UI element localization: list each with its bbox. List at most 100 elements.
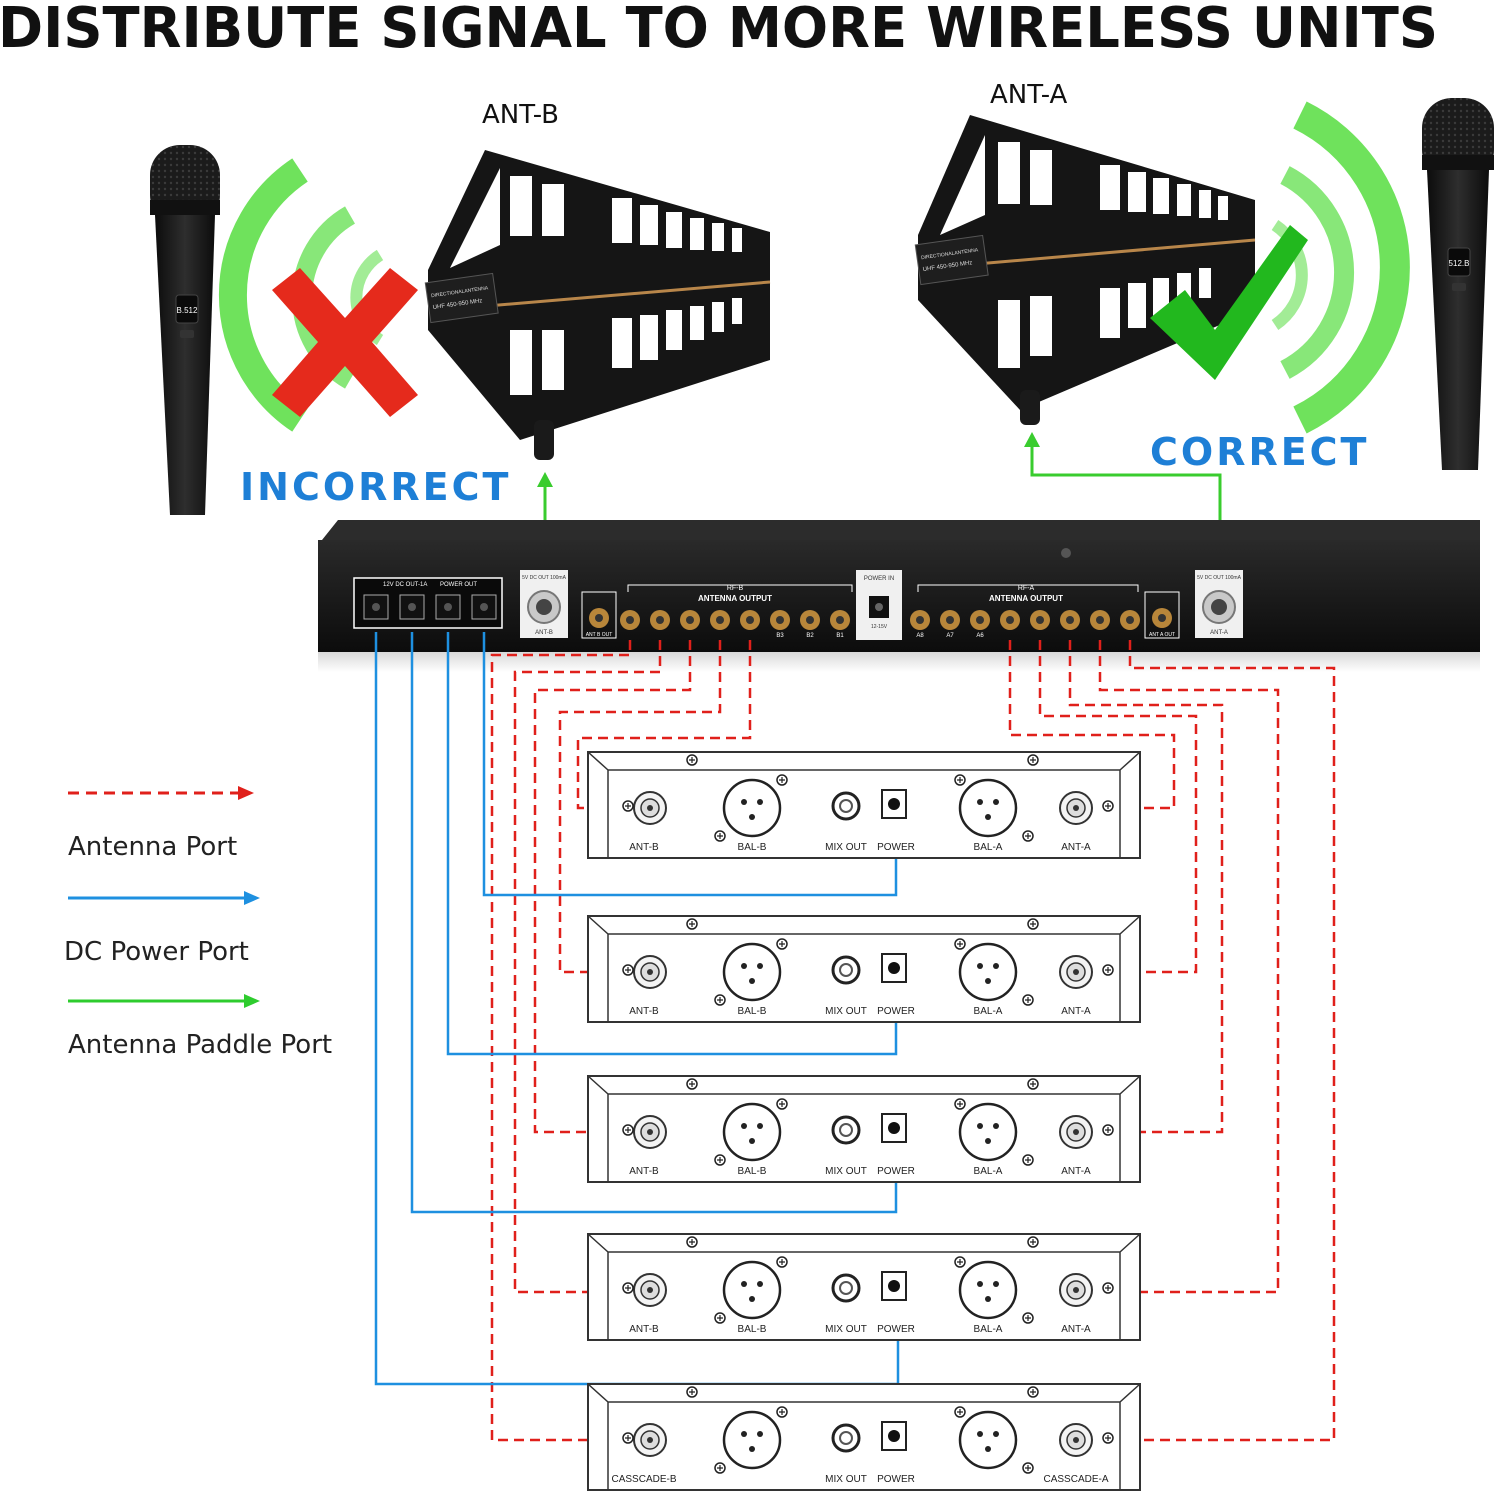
power-in-spec: 12-15V	[871, 624, 888, 630]
receiver-bal-b-label: BAL-B	[738, 842, 767, 853]
port-label-b3: B3	[776, 633, 784, 639]
receiver-left-port-label: ANT-B	[629, 1166, 659, 1177]
xlr-a-connector	[958, 778, 1018, 838]
antenna-cable	[1098, 640, 1280, 1294]
ant-a-out: ANT A OUT	[1144, 591, 1180, 639]
ant-a-label: ANT-A	[1210, 630, 1228, 636]
dc-power-jack	[881, 953, 907, 983]
mix-out-jack	[831, 1423, 861, 1453]
xlr-a-connector	[958, 1410, 1018, 1470]
mix-out-jack	[831, 955, 861, 985]
rf-b-section: RF-B ANTENNA OUTPUT B3 B2 B1	[620, 584, 853, 639]
right-antenna-port	[1059, 955, 1093, 989]
antenna-distributor: 12V DC OUT-1A POWER OUT 5V DC OUT 100mA …	[318, 520, 1480, 672]
xlr-a-connector	[958, 1260, 1018, 1320]
xlr-b-connector	[722, 1410, 782, 1470]
xlr-b-connector	[722, 1102, 782, 1162]
dc-power-jack	[881, 1421, 907, 1451]
legend-arrow-icon	[244, 994, 260, 1008]
receiver-power-label: POWER	[877, 1474, 915, 1485]
right-antenna-port	[1059, 1115, 1093, 1149]
ant-a-input: 5V DC OUT 100mA ANT-A	[1195, 570, 1243, 638]
antenna-cable	[558, 640, 722, 974]
rf-a-antenna-output-label: ANTENNA OUTPUT	[989, 594, 1063, 603]
mic-display-left: B.512	[177, 306, 198, 315]
incorrect-label: INCORRECT	[240, 465, 511, 509]
signal-wave	[1280, 166, 1355, 379]
handheld-microphone-left: B.512	[150, 145, 220, 515]
mix-out-jack	[831, 1273, 861, 1303]
paddle-arrow-head	[1024, 432, 1040, 447]
signal-wave	[219, 158, 308, 432]
dc-out-label: 12V DC OUT-1A	[383, 582, 427, 588]
ant-b-out: ANT B OUT	[581, 591, 617, 639]
mic-display-right: 512.B	[1449, 259, 1470, 268]
mix-out-jack	[831, 1115, 861, 1145]
receiver-right-port-label: ANT-A	[1061, 1166, 1091, 1177]
correct-check-icon	[1150, 225, 1308, 380]
antenna-cable	[1104, 640, 1336, 1442]
signal-wave	[1293, 101, 1410, 434]
legend-item-dc-power-port: DC Power Port	[64, 891, 260, 967]
incorrect-example: B.512 INCORRECT	[150, 145, 511, 515]
ant-b-input: 5V DC OUT 100mA ANT-B	[520, 570, 568, 638]
right-antenna-port	[1059, 1273, 1093, 1307]
left-antenna-port	[633, 791, 667, 825]
receiver-bal-a-label: BAL-A	[974, 1166, 1003, 1177]
legend: Antenna Port DC Power Port Antenna Paddl…	[64, 786, 332, 1060]
legend-item-antenna-port: Antenna Port	[68, 786, 254, 862]
correct-label: CORRECT	[1150, 430, 1369, 474]
dc-out-block: 12V DC OUT-1A POWER OUT	[353, 577, 503, 629]
power-in-label: POWER IN	[864, 576, 894, 582]
antenna-cable	[533, 640, 692, 1134]
receiver-right-port-label: ANT-A	[1061, 1006, 1091, 1017]
legend-label-dc-power-port: DC Power Port	[64, 937, 249, 967]
right-antenna-port	[1059, 1423, 1093, 1457]
antenna-cable	[513, 640, 662, 1294]
legend-arrow-icon	[238, 786, 254, 800]
port-label-a6: A6	[976, 633, 984, 639]
antenna-cable	[1008, 640, 1176, 810]
ant-b-out-label: ANT B OUT	[586, 632, 613, 638]
rf-a-section: RF-A ANTENNA OUTPUT A8 A7 A6	[910, 584, 1140, 639]
incorrect-x-icon	[272, 268, 418, 417]
ant-b-label: ANT-B	[535, 630, 553, 636]
receiver-power-label: POWER	[877, 1324, 915, 1335]
paddle-arrow-head	[537, 472, 553, 487]
receiver-right-port-label: ANT-A	[1061, 1324, 1091, 1335]
xlr-b-connector	[722, 942, 782, 1002]
correct-example: 512.B CORRECT	[1150, 98, 1494, 474]
rf-a-label: RF-A	[1018, 585, 1035, 592]
legend-label-antenna-paddle-port: Antenna Paddle Port	[68, 1030, 332, 1060]
receiver-power-label: POWER	[877, 1006, 915, 1017]
antenna-left: ANT-B DIRECTIONALANTENNA UHF 450	[424, 100, 771, 460]
receiver-bal-a-label: BAL-A	[974, 842, 1003, 853]
antenna-right-label: ANT-A	[990, 80, 1068, 110]
ant-a-out-label: ANT A OUT	[1149, 632, 1175, 638]
dc-power-cable	[482, 632, 898, 897]
legend-item-antenna-paddle-port: Antenna Paddle Port	[68, 994, 332, 1060]
receiver-mix-out-label: MIX OUT	[825, 842, 867, 853]
handheld-microphone-right: 512.B	[1422, 98, 1494, 470]
receiver-left-port-label: ANT-B	[629, 1324, 659, 1335]
antenna-cable	[1068, 640, 1224, 1134]
receiver-right-port-label: ANT-A	[1061, 842, 1091, 853]
receiver-bal-a-label: BAL-A	[974, 1324, 1003, 1335]
antenna-right-plate: DIRECTIONALANTENNA UHF 450-950 MHz	[914, 234, 989, 286]
receiver-mix-out-label: MIX OUT	[825, 1166, 867, 1177]
receiver-power-label: POWER	[877, 1166, 915, 1177]
mix-out-jack	[831, 791, 861, 821]
rf-b-antenna-output-label: ANTENNA OUTPUT	[698, 594, 772, 603]
antenna-cable	[490, 640, 632, 1442]
receiver-bal-b-label: BAL-B	[738, 1324, 767, 1335]
receiver-power-label: POWER	[877, 842, 915, 853]
legend-label-antenna-port: Antenna Port	[68, 832, 237, 862]
receiver-bal-b-label: BAL-B	[738, 1166, 767, 1177]
power-in: POWER IN 12-15V	[856, 570, 902, 640]
